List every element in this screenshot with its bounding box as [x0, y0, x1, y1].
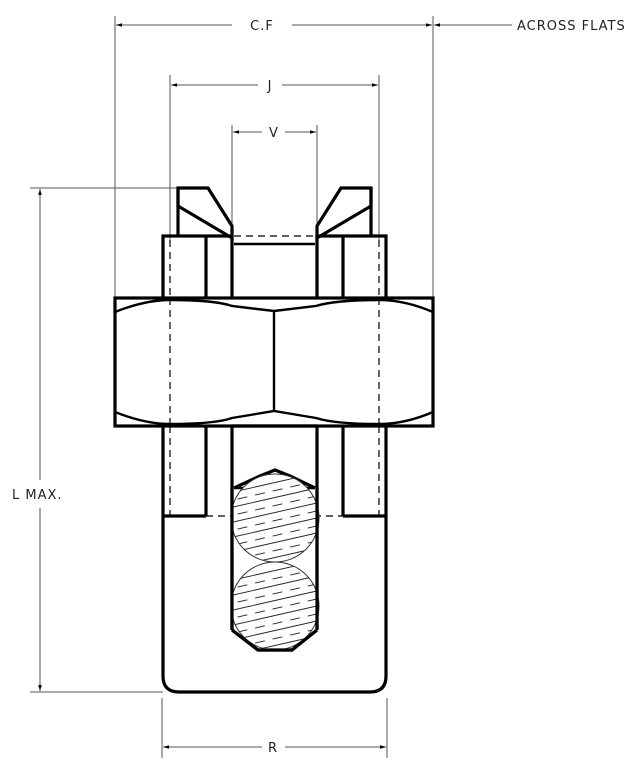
j-label: J [267, 79, 273, 94]
v-label: V [269, 126, 279, 141]
conductor-bottom [230, 561, 320, 651]
cf-label: C.F [250, 19, 274, 34]
l-max-label: L MAX. [12, 488, 63, 503]
bolt-tips [176, 186, 373, 241]
left-prong [176, 186, 234, 241]
cf-dimension: C.F ACROSS FLATS [114, 16, 626, 298]
v-dimension: V [231, 125, 318, 240]
right-prong [315, 186, 373, 241]
lower-bolt-body [161, 426, 388, 518]
upper-bolt-body [161, 234, 388, 298]
bolt-head-outline [161, 516, 388, 694]
r-dimension: R [161, 698, 388, 758]
slot-walls [230, 488, 319, 652]
l-max-dimension: L MAX. [12, 187, 177, 693]
across-flats-note: ACROSS FLATS [517, 19, 626, 34]
bolt-head [161, 516, 388, 694]
r-label: R [268, 741, 278, 756]
j-dimension: J [169, 75, 380, 240]
conductor-top [230, 473, 320, 563]
hex-nut [113, 296, 435, 428]
